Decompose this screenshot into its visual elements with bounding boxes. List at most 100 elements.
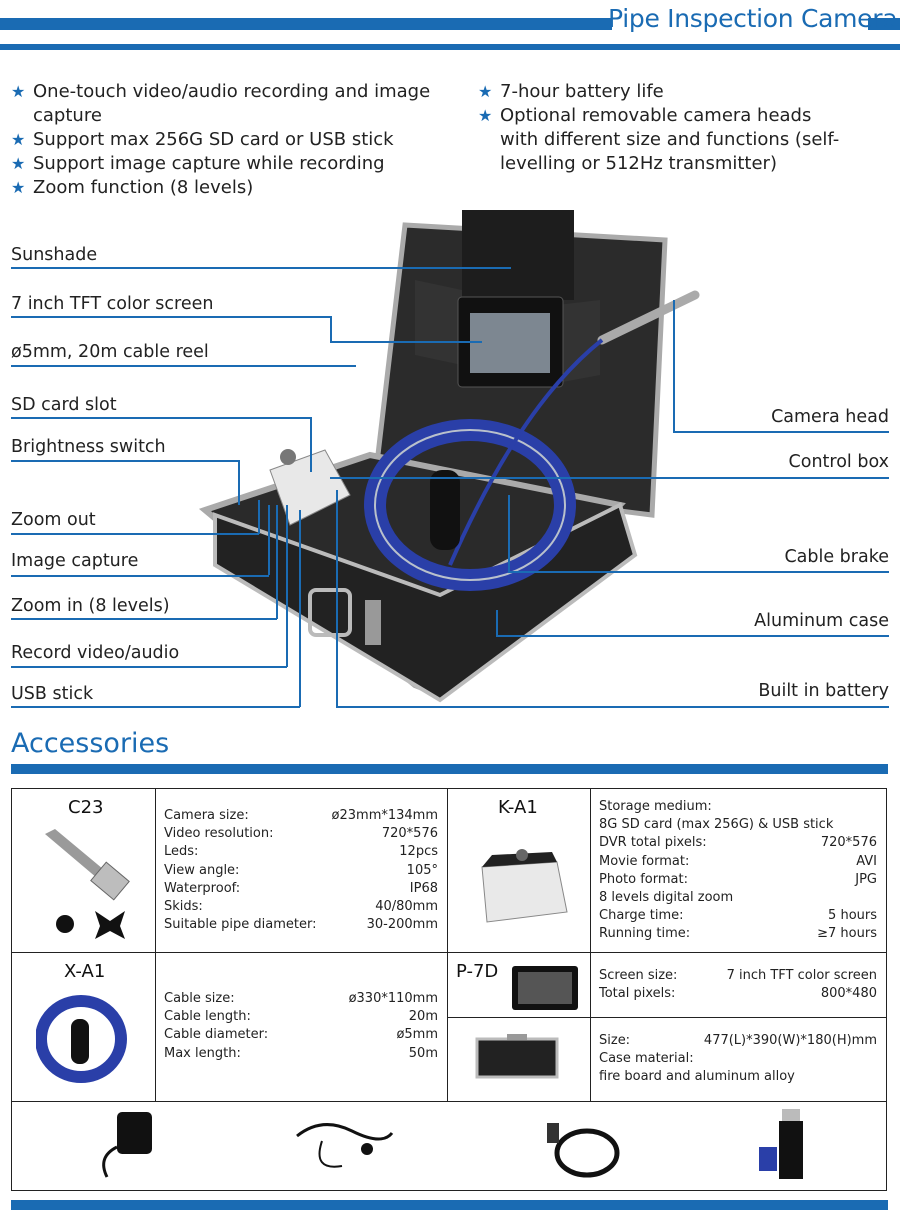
- callout-line: [310, 417, 312, 472]
- callout-line: [11, 460, 239, 462]
- callout-line: [11, 316, 331, 318]
- case-handle: [308, 588, 352, 637]
- header-divider: [0, 44, 900, 50]
- reel-frame: [374, 429, 566, 581]
- accessories-table: C23 Camera size:ø23mm*134mm Video resolu…: [11, 788, 887, 1191]
- product-name-xa1: X-A1: [64, 961, 106, 982]
- features-left: ★One-touch video/audio recording and ima…: [11, 80, 431, 200]
- callout-battery: Built in battery: [758, 681, 889, 701]
- feature-item: ★7-hour battery life: [478, 81, 664, 102]
- ka1-control-box-image: [481, 849, 568, 923]
- callout-line: [11, 666, 287, 668]
- callout-line: [268, 505, 270, 575]
- callout-zoom-out: Zoom out: [11, 510, 96, 530]
- callout-line: [508, 571, 889, 573]
- monitor-screen: [470, 313, 550, 373]
- c23-camera-image: [45, 829, 130, 939]
- callout-cable-reel: ø5mm, 20m cable reel: [11, 342, 209, 362]
- callout-line: [258, 500, 260, 534]
- star-icon: ★: [11, 154, 26, 173]
- page-title: Pipe Inspection Camera: [608, 4, 898, 33]
- callout-line: [496, 610, 498, 636]
- callout-control-box: Control box: [788, 452, 889, 472]
- sunshade-left-flap: [415, 280, 462, 365]
- callout-line: [496, 635, 889, 637]
- callout-record: Record video/audio: [11, 643, 180, 663]
- product-name-p7d: P-7D: [456, 961, 499, 982]
- callout-line: [276, 505, 278, 619]
- grid-line: [12, 952, 886, 953]
- callout-camera-head: Camera head: [771, 407, 889, 427]
- feature-item: ★Support max 256G SD card or USB stick: [11, 129, 394, 150]
- callout-line: [238, 460, 240, 505]
- extension-cable-image: [547, 1123, 620, 1178]
- product-illustration: [198, 210, 700, 703]
- callout-line: [336, 706, 889, 708]
- callout-sd-card: SD card slot: [11, 395, 117, 415]
- grid-line: [447, 789, 448, 1101]
- sunshade-right-flap: [557, 300, 600, 383]
- feature-item: ★Support image capture while recording: [11, 153, 385, 174]
- star-icon: ★: [11, 178, 26, 197]
- footer-bar: [11, 1200, 888, 1210]
- star-icon: ★: [11, 82, 26, 101]
- callout-sunshade: Sunshade: [11, 245, 98, 265]
- p7d-monitor-image: [512, 966, 578, 1010]
- callout-line: [11, 706, 300, 708]
- callout-usb: USB stick: [11, 684, 94, 704]
- callout-line: [11, 365, 356, 367]
- xa1-cable-reel-image: [36, 995, 127, 1083]
- camera-head: [597, 290, 700, 345]
- case-specs: Size:477(L)*390(W)*180(H)mm Case materia…: [599, 1033, 877, 1085]
- callout-line: [286, 505, 288, 667]
- cable: [448, 338, 604, 566]
- callout-line: [336, 490, 338, 707]
- grid-line: [155, 789, 156, 1101]
- callout-line: [330, 341, 482, 343]
- header-bar-right: [868, 18, 900, 30]
- product-name-ka1: K-A1: [498, 797, 538, 818]
- grid-line: [590, 789, 591, 1101]
- grid-line: [12, 1101, 886, 1102]
- callout-cable-brake: Cable brake: [784, 547, 889, 567]
- callout-line: [508, 495, 510, 572]
- brightness-knob: [280, 449, 296, 465]
- callout-line: [330, 477, 889, 479]
- callout-line: [11, 533, 259, 535]
- ka1-specs: Storage medium: 8G SD card (max 256G) & …: [599, 799, 877, 942]
- callout-zoom-in: Zoom in (8 levels): [11, 596, 170, 616]
- control-box: [269, 449, 351, 526]
- latch: [365, 600, 381, 645]
- accessories-title: Accessories: [11, 728, 170, 759]
- c23-specs: Camera size:ø23mm*134mm Video resolution…: [164, 808, 438, 933]
- callout-line: [11, 575, 269, 577]
- callout-line: [330, 316, 332, 342]
- callout-brightness: Brightness switch: [11, 437, 166, 457]
- xa1-specs: Cable size:ø330*110mm Cable length:20m C…: [164, 991, 438, 1061]
- callout-line: [11, 618, 277, 620]
- case-image: [475, 1034, 559, 1079]
- usb-reader-image: [759, 1109, 803, 1179]
- p7d-specs: Screen size:7 inch TFT color screen Tota…: [599, 968, 877, 1002]
- sunshade: [462, 210, 574, 300]
- callout-image-capture: Image capture: [11, 551, 139, 571]
- callout-aluminum-case: Aluminum case: [754, 611, 889, 631]
- callout-screen: 7 inch TFT color screen: [11, 294, 214, 314]
- power-adapter-image: [102, 1112, 152, 1178]
- features-right: ★7-hour battery life ★Optional removable…: [478, 80, 848, 176]
- product-name-c23: C23: [68, 797, 104, 818]
- feature-item: ★One-touch video/audio recording and ima…: [11, 81, 431, 126]
- callout-line: [673, 431, 889, 433]
- reel-handle: [430, 470, 460, 550]
- star-icon: ★: [11, 130, 26, 149]
- callout-line: [11, 417, 311, 419]
- headset-cable-image: [296, 1123, 394, 1168]
- callout-line: [299, 510, 301, 707]
- star-icon: ★: [478, 106, 493, 125]
- grid-line: [447, 1017, 886, 1018]
- feature-item: ★Optional removable camera heads with di…: [478, 105, 840, 174]
- callout-line: [11, 267, 511, 269]
- header-bar-left: [0, 18, 612, 30]
- star-icon: ★: [478, 82, 493, 101]
- accessories-bar: [11, 764, 888, 774]
